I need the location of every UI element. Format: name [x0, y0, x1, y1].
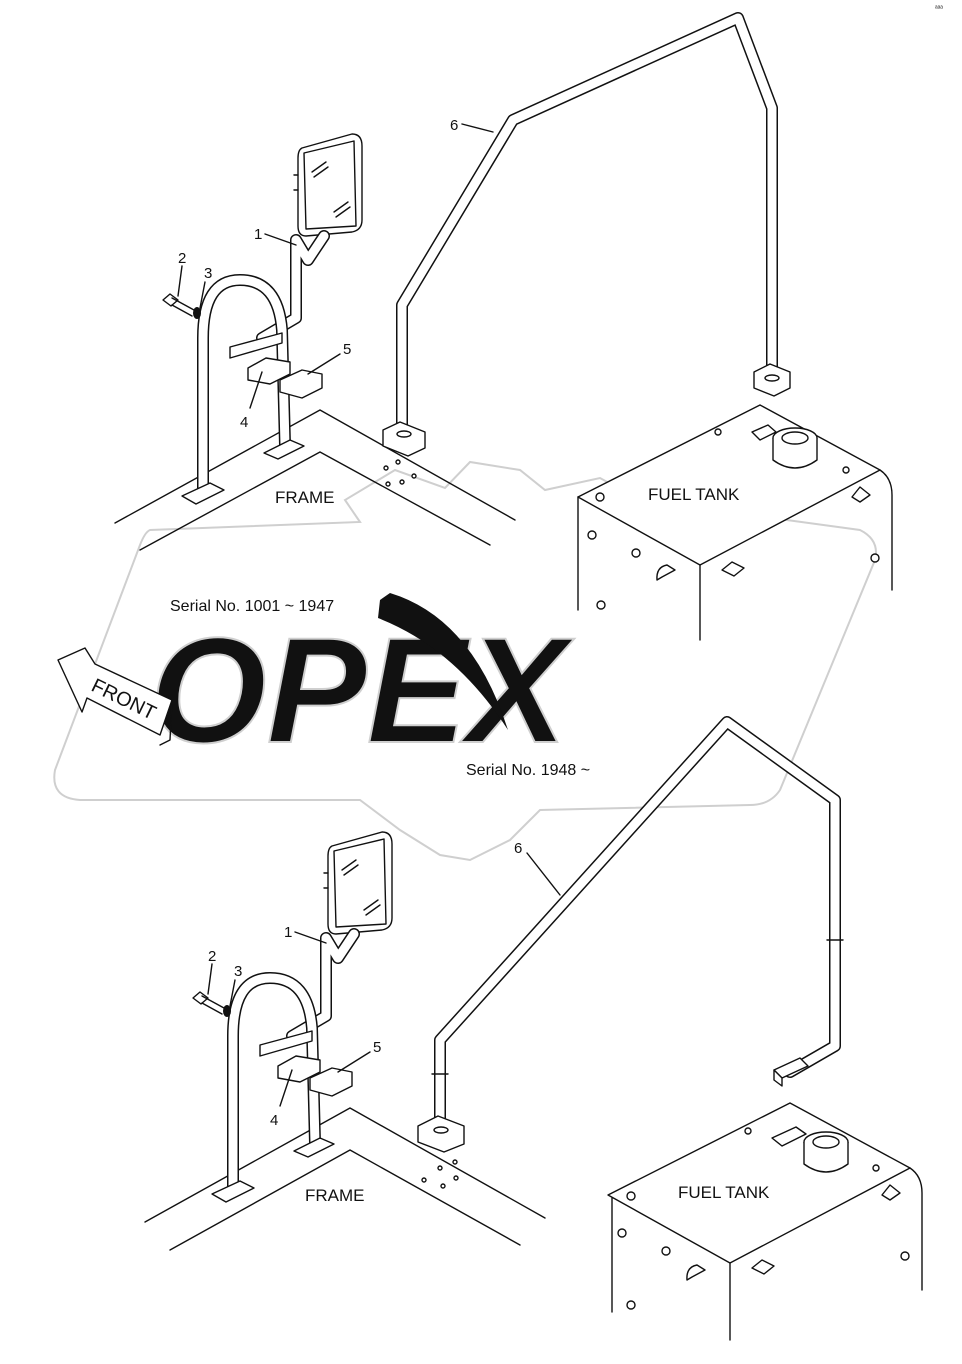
lower-callout-5: 5	[373, 1039, 381, 1056]
lower-clamps	[259, 1030, 353, 1097]
lower-frame	[144, 1107, 546, 1251]
upper-fuel-tank	[577, 404, 893, 641]
watermark-text: OPEX	[150, 606, 575, 774]
upper-assembly: FRAME	[114, 12, 893, 641]
upper-frame-label: FRAME	[275, 488, 335, 507]
serial-range-lower: Serial No. 1948 ~	[466, 762, 590, 779]
upper-handrail	[382, 12, 791, 457]
upper-bolt	[162, 293, 201, 319]
upper-callout-4: 4	[240, 414, 248, 431]
lower-frame-holes	[421, 1159, 459, 1189]
opex-watermark: OPEX	[53, 460, 877, 862]
upper-callouts: 1 2 3 4 5 6	[177, 117, 494, 431]
lower-assembly: FRAME FUEL TA	[144, 716, 923, 1341]
upper-callout-6: 6	[450, 117, 458, 134]
upper-callout-2: 2	[178, 250, 186, 267]
upper-callout-3: 3	[204, 265, 212, 282]
transition-arrow	[378, 593, 508, 730]
lower-tank-label: FUEL TANK	[678, 1183, 770, 1202]
lower-bolt	[192, 991, 231, 1017]
lower-fuel-tank	[607, 1102, 923, 1341]
serial-range-upper: Serial No. 1001 ~ 1947	[170, 598, 334, 615]
upper-callout-1: 1	[254, 226, 262, 243]
lower-callout-4: 4	[270, 1112, 278, 1129]
lower-callout-1: 1	[284, 924, 292, 941]
lower-handrail	[417, 716, 844, 1153]
lower-frame-label: FRAME	[305, 1186, 365, 1205]
lower-callout-2: 2	[208, 948, 216, 965]
corner-mark: ᵃᵃᵃ	[935, 5, 943, 12]
upper-clamps	[229, 332, 323, 399]
lower-u-handle	[211, 972, 335, 1203]
upper-frame-holes	[383, 459, 417, 487]
upper-tank-label: FUEL TANK	[648, 485, 740, 504]
upper-callout-5: 5	[343, 341, 351, 358]
lower-callout-3: 3	[234, 963, 242, 980]
upper-u-handle	[181, 274, 305, 505]
lower-callout-6: 6	[514, 840, 522, 857]
lower-callouts: 1 2 3 4 5 6	[207, 840, 561, 1129]
upper-frame	[114, 409, 516, 551]
